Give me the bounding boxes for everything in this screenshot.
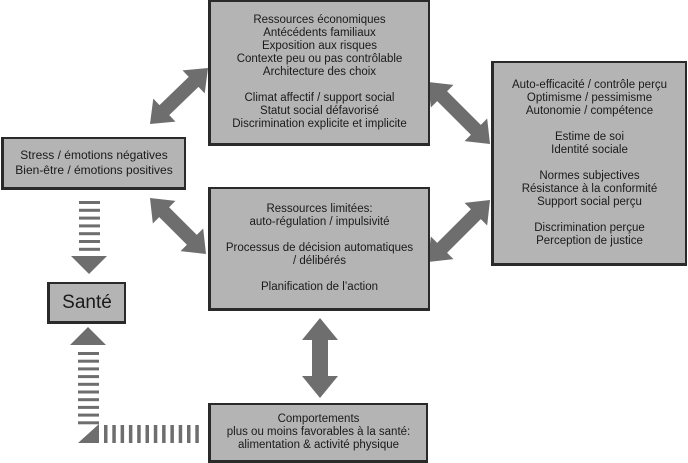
dash-segment [78, 413, 99, 417]
text-line: Antécédents familiaux [263, 27, 376, 39]
dash-segment [79, 216, 100, 220]
text-line: Stress / émotions négatives [20, 148, 168, 162]
box-decision-processes: Ressources limitées:auto-régulation / im… [208, 187, 430, 311]
text-line: alimentation & activité physique [237, 439, 400, 451]
dash-segment [162, 425, 166, 443]
text-line: Ressources économiques [253, 14, 386, 26]
dash-segment [153, 425, 158, 443]
text-line: Optimisme / pessimisme [526, 91, 653, 104]
text-line: Architecture des choix [262, 66, 377, 78]
text-line: Discrimination perçue [534, 221, 645, 234]
text-line: Bien-être / émotions positives [15, 163, 173, 177]
text-group: Processus de décision automatiques/ déli… [226, 242, 413, 268]
text-line: Planification de l’action [261, 281, 378, 293]
arrow-left-top [150, 68, 208, 124]
dash-segment [79, 224, 100, 228]
dash-segment [195, 425, 199, 443]
box-health: Santé [47, 282, 126, 324]
text-line: Support social perçu [537, 195, 642, 208]
arrow-left-sante [71, 201, 107, 274]
text-line: Normes subjectives [539, 169, 640, 182]
arrow-middle-bottom [302, 318, 338, 398]
text-line: Résistance à la conformité [521, 182, 658, 195]
dash-segment [104, 425, 108, 443]
arrow-bottom-sante [70, 327, 199, 443]
text-line: / délibérés [292, 255, 347, 267]
dash-segment [128, 425, 133, 443]
dash-segment [79, 201, 100, 204]
text-line: Perception de justice [536, 234, 643, 247]
text-line: Contexte peu ou pas contrôlable [236, 53, 403, 65]
dash-segment [79, 240, 100, 243]
dash-segment [78, 390, 99, 394]
dash-segment [78, 367, 99, 371]
dash-segment [78, 398, 99, 402]
dash-segment [78, 375, 99, 379]
text-line: plus ou moins favorables à la santé: [226, 426, 411, 438]
text-line: Climat affectif / support social [244, 92, 395, 104]
arrow-left-middle [150, 198, 206, 254]
text-line: Processus de décision automatiques [225, 242, 414, 254]
text-line: auto-régulation / impulsivité [249, 216, 390, 228]
arrowhead-up [70, 327, 106, 345]
arrow-top-right [428, 82, 490, 144]
text-line: Comportements [277, 413, 360, 425]
arrow-middle-right [428, 200, 490, 262]
corner-segment [78, 424, 99, 443]
text-line: Statut social défavorisé [260, 105, 379, 117]
text-line: Santé [62, 291, 112, 313]
dash-segment [78, 359, 99, 363]
text-line: Discrimination explicite et implicite [232, 118, 407, 130]
dash-segment [187, 425, 191, 443]
dash-segment [78, 405, 99, 409]
dash-segment [78, 421, 99, 425]
dash-segment [178, 425, 183, 443]
dash-segment [78, 382, 99, 386]
text-line: Estime de soi [554, 130, 625, 143]
dash-segment [170, 425, 174, 443]
dash-segment [112, 425, 116, 443]
text-line: Exposition aux risques [261, 40, 378, 52]
text-group: Ressources limitées:auto-régulation / im… [250, 203, 390, 229]
dash-segment [79, 232, 100, 236]
dash-segment [120, 425, 125, 443]
text-line: Autonomie / compétence [525, 104, 654, 117]
dash-segment [79, 247, 100, 251]
dash-segment [79, 208, 100, 212]
dash-segment [137, 425, 141, 443]
arrowhead-down [71, 256, 107, 274]
text-group: Planification de l’action [261, 281, 378, 294]
text-line: Ressources limitées: [266, 203, 373, 215]
text-group: Santé [62, 292, 112, 314]
dash-segment [145, 425, 149, 443]
text-line: Identité sociale [551, 143, 628, 156]
dash-segment [78, 352, 99, 355]
text-line: Auto-efficacité / contrôle perçu [511, 78, 668, 91]
